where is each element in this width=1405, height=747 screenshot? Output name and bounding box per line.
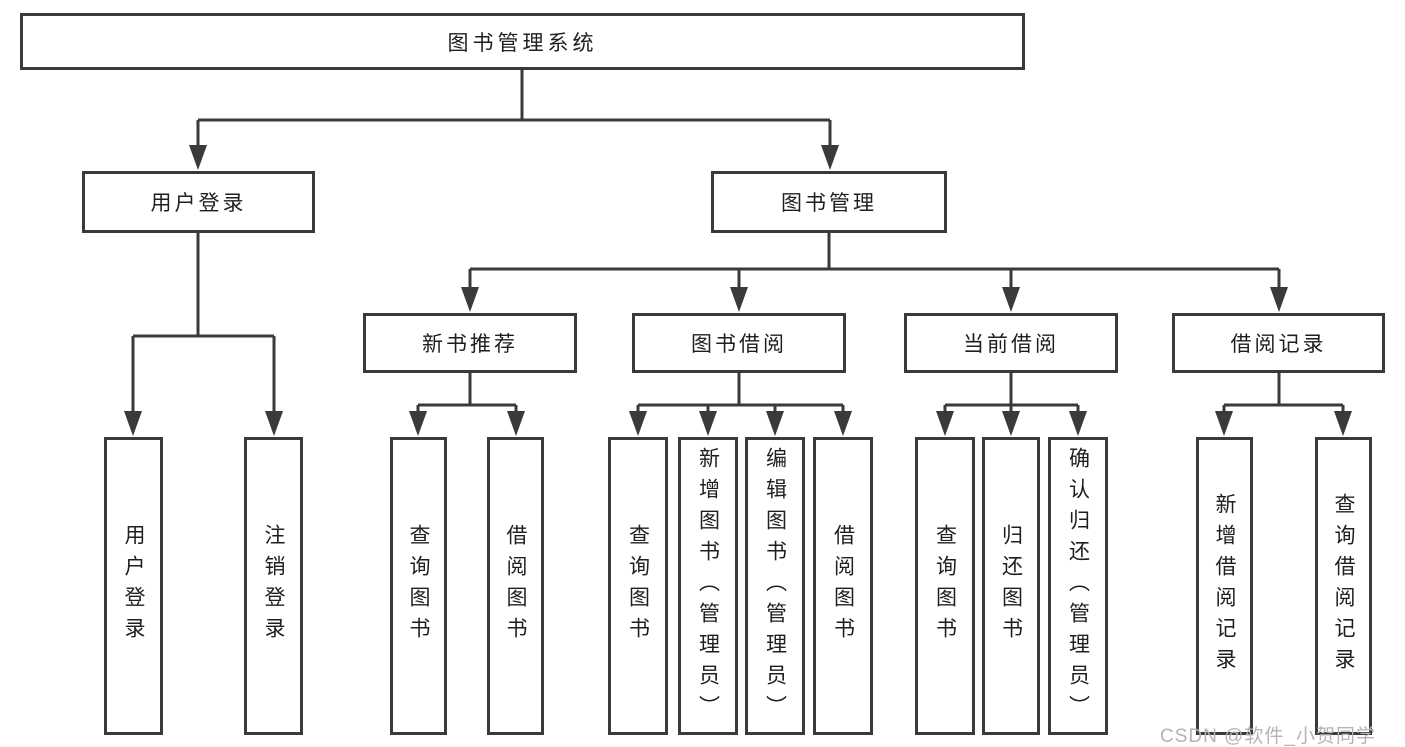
arrowhead <box>1270 287 1288 312</box>
node-library-management-system: 图书管理系统 <box>20 13 1025 70</box>
leaf-logout: 注销登录 <box>244 437 303 735</box>
node-book-borrowing: 图书借阅 <box>632 313 846 373</box>
arrowhead <box>124 411 142 436</box>
arrowhead <box>265 411 283 436</box>
connector-user-login-children <box>124 233 283 436</box>
arrowhead <box>699 411 717 436</box>
node-label: 图书管理系统 <box>447 31 598 55</box>
node-current-borrowing: 当前借阅 <box>904 313 1118 373</box>
arrowhead <box>834 411 852 436</box>
leaf-label: 注销登录 <box>262 524 285 648</box>
arrowhead <box>821 145 839 170</box>
arrowhead <box>1002 411 1020 436</box>
leaf-label: 编辑图书（管理员） <box>763 446 787 726</box>
connector-current-children <box>936 373 1087 436</box>
arrowhead <box>629 411 647 436</box>
leaf-records-query-borrow-record: 查询借阅记录 <box>1315 437 1372 735</box>
connector-root-to-level2 <box>189 70 839 170</box>
leaf-label: 查询借阅记录 <box>1332 493 1355 679</box>
leaf-label: 借阅图书 <box>831 524 855 648</box>
leaf-current-query-books: 查询图书 <box>915 437 975 735</box>
leaf-borrow-borrow-books: 借阅图书 <box>813 437 873 735</box>
leaf-borrow-query-books: 查询图书 <box>608 437 668 735</box>
node-user-login: 用户登录 <box>82 171 315 233</box>
arrowhead <box>1002 287 1020 312</box>
leaf-label: 查询图书 <box>407 524 430 648</box>
arrowhead <box>461 287 479 312</box>
node-label: 当前借阅 <box>963 333 1059 356</box>
leaf-label: 查询图书 <box>626 524 650 648</box>
leaf-borrow-add-books-admin: 新增图书（管理员） <box>678 437 738 735</box>
node-label: 用户登录 <box>150 192 247 215</box>
connector-records-children <box>1215 373 1352 436</box>
leaf-current-confirm-return-admin: 确认归还（管理员） <box>1048 437 1108 735</box>
arrowhead <box>936 411 954 436</box>
leaf-borrow-edit-books-admin: 编辑图书（管理员） <box>745 437 805 735</box>
node-label: 图书借阅 <box>691 333 787 356</box>
leaf-label: 用户登录 <box>122 524 145 648</box>
leaf-label: 新增图书（管理员） <box>696 446 720 726</box>
arrowhead <box>766 411 784 436</box>
leaf-user-login: 用户登录 <box>104 437 163 735</box>
leaf-newbook-borrow-books: 借阅图书 <box>487 437 544 735</box>
node-label: 图书管理 <box>781 192 877 215</box>
node-new-book-recommendation: 新书推荐 <box>363 313 577 373</box>
arrowhead <box>409 411 427 436</box>
node-label: 借阅记录 <box>1230 333 1327 356</box>
arrowhead <box>1215 411 1233 436</box>
leaf-label: 查询图书 <box>933 524 957 648</box>
leaf-label: 确认归还（管理员） <box>1066 446 1090 726</box>
csdn-watermark: CSDN @软件_小贺同学 <box>1160 726 1376 747</box>
leaf-label: 新增借阅记录 <box>1213 493 1236 679</box>
node-book-management: 图书管理 <box>711 171 947 233</box>
connector-book-mgmt-children <box>461 233 1288 312</box>
leaf-records-add-borrow-record: 新增借阅记录 <box>1196 437 1253 735</box>
leaf-label: 借阅图书 <box>504 524 527 648</box>
arrowhead <box>1334 411 1352 436</box>
node-label: 新书推荐 <box>422 333 518 356</box>
node-borrowing-records: 借阅记录 <box>1172 313 1385 373</box>
connector-borrow-children <box>629 373 852 436</box>
arrowhead <box>189 145 207 170</box>
leaf-current-return-books: 归还图书 <box>982 437 1040 735</box>
arrowhead <box>1069 411 1087 436</box>
arrowhead <box>507 411 525 436</box>
leaf-newbook-query-books: 查询图书 <box>390 437 447 735</box>
arrowhead <box>730 287 748 312</box>
connector-newbook-children <box>409 373 525 436</box>
leaf-label: 归还图书 <box>999 524 1023 648</box>
